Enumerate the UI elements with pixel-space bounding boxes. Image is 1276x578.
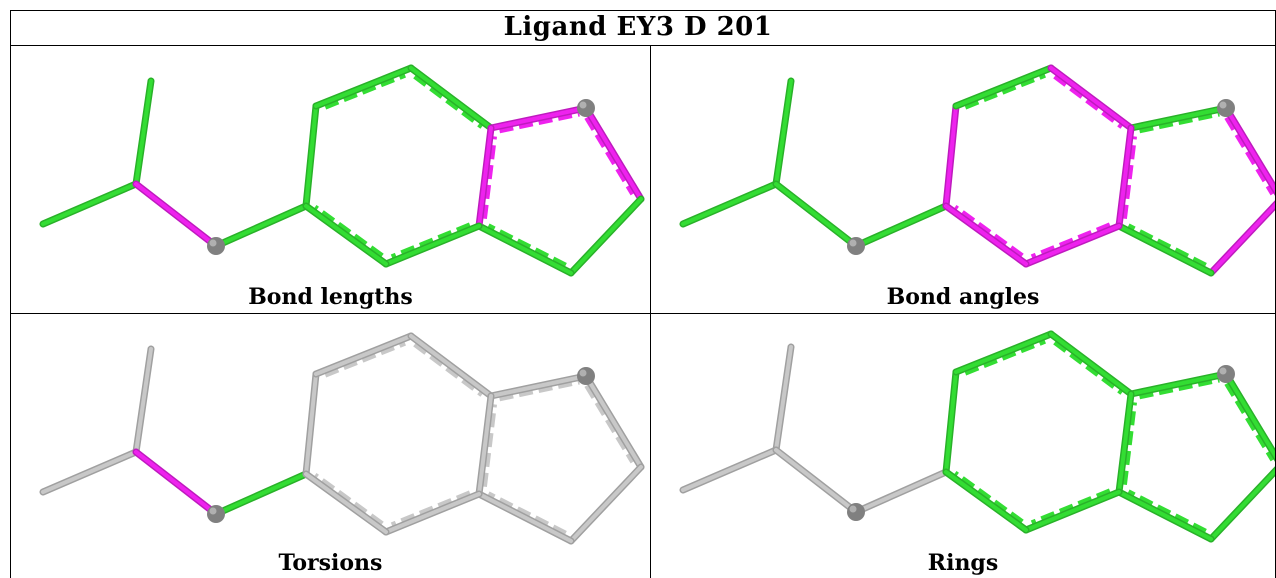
panel-bond-lengths: Bond lengths	[11, 46, 650, 313]
atom-highlight	[579, 369, 587, 377]
bond-c10-c11	[1207, 466, 1275, 543]
bond-c12-c13	[1022, 488, 1123, 534]
bond-c10-c11	[567, 463, 645, 545]
bond-c9-c10	[1222, 104, 1275, 196]
bond-c7-c8	[1047, 330, 1135, 398]
bond-c12-c8	[1115, 390, 1137, 496]
panel-caption: Bond lengths	[248, 284, 413, 310]
panel-torsions: Torsions	[11, 314, 650, 578]
bond-m3-o	[772, 180, 860, 250]
bond-c10-c11	[567, 195, 645, 277]
bond-c11-c12	[475, 490, 575, 545]
row-divider	[10, 313, 1276, 314]
panel-bond-angles: Bond angles	[651, 46, 1275, 313]
bond-c7-c8	[407, 332, 495, 400]
bond-c8-c9	[487, 372, 590, 402]
bond-c6-c7	[952, 64, 1055, 110]
panel-caption: Bond angles	[886, 284, 1040, 310]
bond-c6-c7	[312, 332, 415, 378]
atom-sphere	[847, 503, 865, 521]
bond-c7-c8	[1047, 64, 1135, 132]
bond-c12-c8	[1115, 124, 1137, 230]
bond-c13-c5	[302, 470, 390, 536]
atom-sphere	[207, 237, 225, 255]
bond-c6-c7	[312, 64, 415, 110]
atom-highlight	[849, 239, 857, 247]
bond-m1-m3	[132, 77, 155, 188]
bond-c8-c9	[1127, 104, 1230, 134]
bond-c11-c12	[1115, 222, 1215, 277]
bond-c13-c5	[302, 202, 390, 268]
border-left	[10, 10, 11, 578]
molecule-rings	[679, 330, 1275, 543]
molecule-torsions	[39, 332, 645, 545]
bond-c11-c12	[1115, 488, 1215, 543]
atom-highlight	[849, 505, 857, 513]
atom-highlight	[1219, 101, 1227, 109]
bond-c13-c5	[942, 468, 1030, 534]
bond-c5-c6	[942, 102, 960, 210]
bond-c6-c7	[952, 330, 1055, 376]
panel-caption: Torsions	[278, 550, 383, 576]
atom-highlight	[209, 507, 217, 515]
bond-c5-c6	[302, 370, 320, 478]
atom-sphere	[1217, 365, 1235, 383]
bond-m1-m3	[772, 77, 795, 188]
bond-c12-c13	[382, 222, 483, 268]
bond-m1-m3	[772, 343, 795, 454]
border-top	[10, 10, 1276, 11]
title-divider	[10, 45, 1276, 46]
bond-c5-c6	[942, 368, 960, 476]
atom-sphere	[577, 367, 595, 385]
atom-sphere	[577, 99, 595, 117]
bond-o-c5	[852, 202, 950, 250]
bond-c12-c13	[1022, 222, 1123, 268]
atom-sphere	[1217, 99, 1235, 117]
bond-m3-o	[772, 446, 860, 516]
bond-m3-o	[132, 448, 220, 518]
column-divider	[650, 45, 651, 578]
bond-c7-c8	[407, 64, 495, 132]
atom-sphere	[847, 237, 865, 255]
bond-o-c5	[212, 470, 310, 518]
atom-highlight	[209, 239, 217, 247]
bond-c12-c8	[475, 124, 497, 230]
bond-c9-c10	[582, 104, 645, 203]
bond-m2-m3	[679, 180, 780, 228]
bond-c11-c12	[475, 222, 575, 277]
bond-c9-c10	[1222, 370, 1275, 462]
bond-c8-c9	[487, 104, 590, 134]
bond-m2-m3	[39, 448, 140, 496]
bond-m2-m3	[39, 180, 140, 228]
bond-m2-m3	[679, 446, 780, 494]
figure-title: Ligand EY3 D 201	[503, 12, 773, 42]
atom-highlight	[1219, 367, 1227, 375]
bond-c10-c11	[1207, 200, 1275, 277]
bond-c5-c6	[302, 102, 320, 210]
panel-caption: Rings	[927, 550, 999, 576]
atom-sphere	[207, 505, 225, 523]
panel-rings: Rings	[651, 314, 1275, 578]
bond-c12-c8	[475, 392, 497, 498]
bond-c13-c5	[942, 202, 1030, 268]
atom-highlight	[579, 101, 587, 109]
bond-c12-c13	[382, 490, 483, 536]
bond-m3-o	[132, 180, 220, 250]
bond-c8-c9	[1127, 370, 1230, 400]
bond-o-c5	[852, 468, 950, 516]
molecule-bond-lengths	[39, 64, 645, 277]
bond-o-c5	[212, 202, 310, 250]
bond-c9-c10	[582, 372, 645, 471]
bond-m1-m3	[132, 345, 155, 456]
molecule-bond-angles	[679, 64, 1275, 277]
